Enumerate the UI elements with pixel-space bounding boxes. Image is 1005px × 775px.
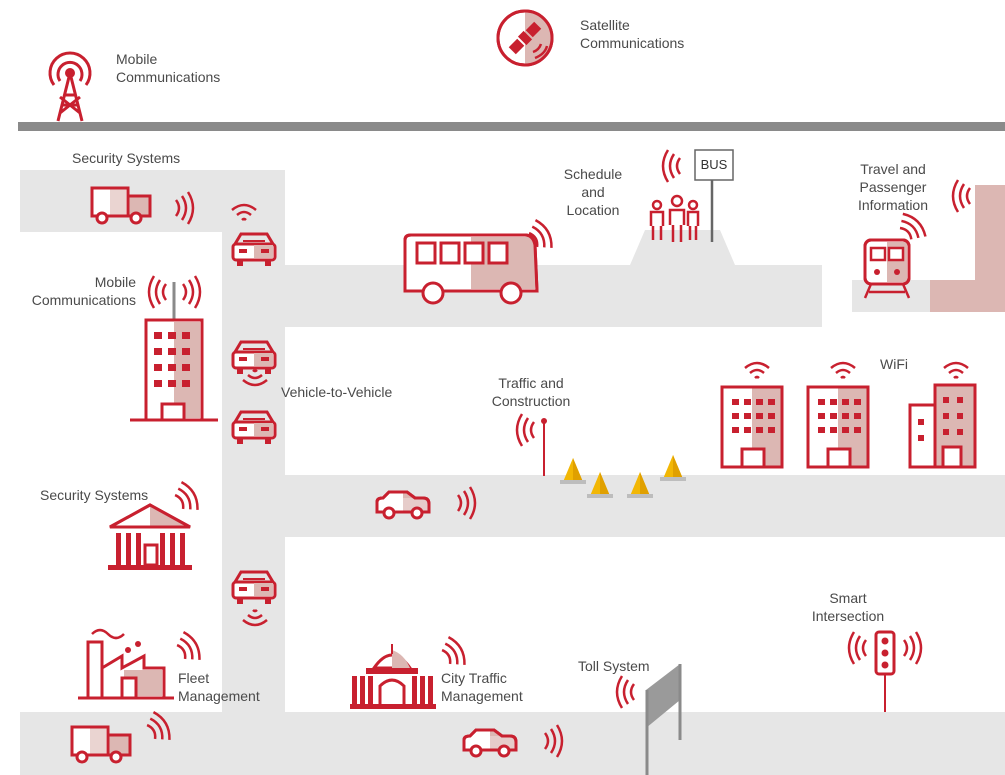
- label-wifi: WiFi: [880, 356, 908, 372]
- signal-waves-icon: [902, 630, 923, 666]
- wifi-icon: [942, 361, 970, 380]
- label-security-systems-mid: Security Systems: [40, 487, 149, 503]
- label-smart-intersection: Smart Intersection: [811, 590, 885, 624]
- bus-icon: [403, 233, 539, 305]
- bank-building-icon: [108, 503, 192, 570]
- capitol-building-icon: [350, 644, 436, 709]
- train-icon: [863, 238, 911, 299]
- label-satellite-communications: Satellite Communications: [580, 17, 685, 51]
- signal-waves-icon: [615, 674, 636, 710]
- label-mobile-communications-top: Mobile Communications: [116, 51, 221, 85]
- office-building-icon: [130, 282, 218, 422]
- traffic-cone-icon: [560, 458, 586, 484]
- signal-waves-icon: [661, 148, 682, 184]
- signal-waves-icon: [847, 630, 868, 666]
- bus-stop-icon: [694, 149, 734, 242]
- label-fleet-management: Fleet Management: [178, 670, 260, 704]
- toll-gate-icon: [645, 664, 682, 775]
- passengers-icon: [649, 194, 700, 242]
- label-travel-passenger-information: Travel and Passenger Information: [857, 161, 929, 213]
- office-building-icon: [720, 385, 784, 469]
- top-rail: [18, 122, 1005, 131]
- cell-tower-icon: [48, 51, 92, 122]
- wifi-icon: [829, 361, 857, 380]
- label-city-traffic-management: City Traffic Management: [441, 670, 523, 704]
- traffic-cone-icon: [660, 455, 686, 481]
- signal-waves-icon: [436, 633, 471, 673]
- label-traffic-construction: Traffic and Construction: [491, 375, 571, 409]
- label-schedule-location: Schedule and Location: [563, 166, 623, 218]
- signal-waves-icon: [169, 478, 204, 518]
- traffic-pole-icon: [541, 418, 547, 476]
- bus-stop-sign: BUS: [700, 157, 728, 172]
- label-security-systems-top: Security Systems: [72, 150, 181, 166]
- label-mobile-communications-mid: Mobile Communications: [31, 274, 136, 308]
- office-building-icon: [908, 383, 977, 469]
- signal-waves-icon: [951, 178, 972, 214]
- signal-waves-icon: [171, 628, 206, 668]
- label-vehicle-to-vehicle: Vehicle-to-Vehicle: [281, 384, 393, 400]
- office-building-icon: [806, 385, 870, 469]
- signal-waves-icon: [515, 412, 536, 448]
- satellite-icon: [496, 9, 554, 67]
- wifi-icon: [743, 361, 771, 380]
- label-toll-system: Toll System: [578, 658, 650, 674]
- station-platform: [930, 185, 1005, 312]
- traffic-light-icon: [874, 630, 896, 712]
- factory-icon: [78, 628, 174, 700]
